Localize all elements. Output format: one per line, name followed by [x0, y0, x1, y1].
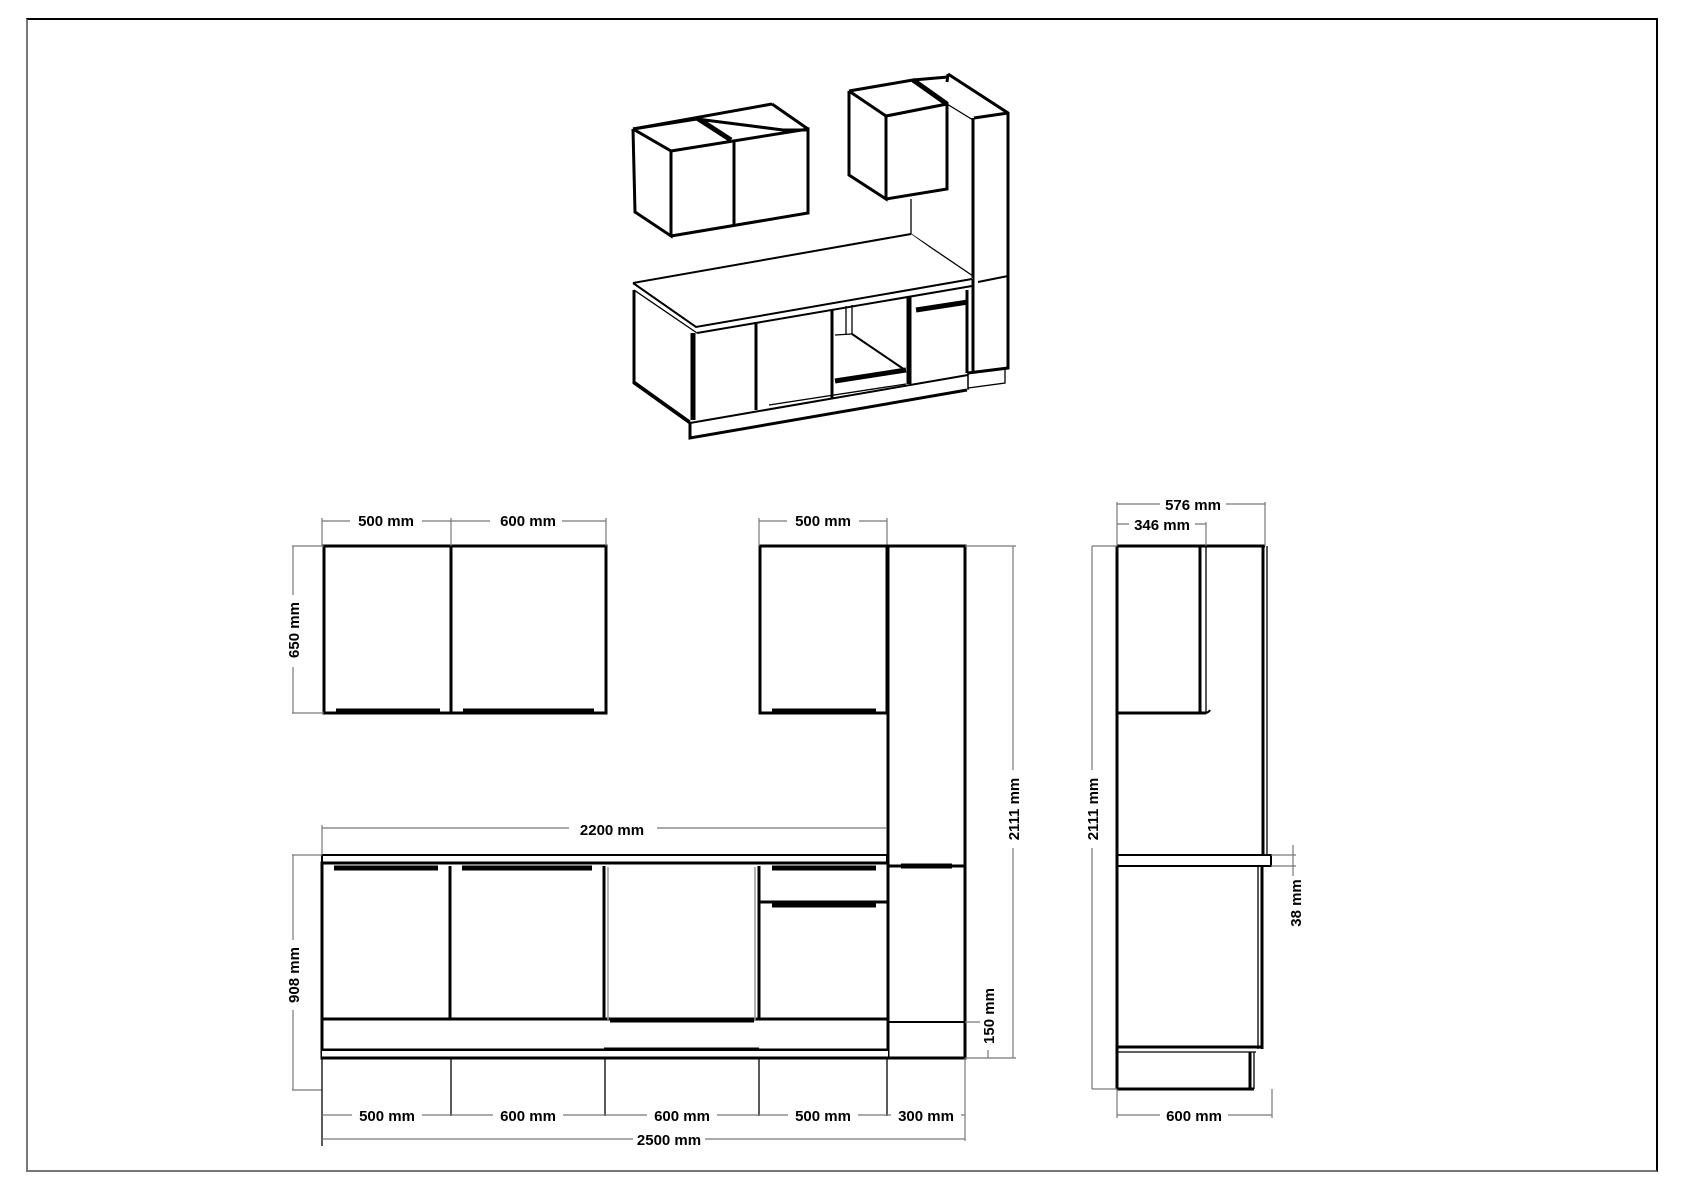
- dim-label-upper-right: 500 mm: [795, 513, 851, 530]
- tall-unit: 2111 mm 150 mm: [886, 544, 1023, 1060]
- dim-label-346: 346 mm: [1134, 517, 1190, 534]
- base-cabinets: 2200 mm 908 mm: [285, 819, 890, 1091]
- side-elevation: 576 mm 346 mm 2111 mm 38 mm 600 mm: [1084, 494, 1305, 1125]
- dim-label-2111-front: 2111 mm: [1006, 778, 1023, 841]
- dim-label-2200: 2200 mm: [580, 822, 644, 839]
- dim-label-600: 600 mm: [500, 513, 556, 530]
- dim-label-38: 38 mm: [1288, 879, 1305, 927]
- dim-label-500: 500 mm: [358, 513, 414, 530]
- isometric-view: [631, 72, 1010, 440]
- upper-cabinets-left: [292, 518, 608, 715]
- iso-base-cabinets: [632, 233, 974, 440]
- dim-label-base-2: 600 mm: [500, 1108, 556, 1125]
- dim-label-base-3: 600 mm: [654, 1108, 710, 1125]
- dim-label-650: 650 mm: [286, 602, 303, 658]
- dim-upper-left-widths: 500 mm 600 mm 650 mm: [285, 510, 562, 667]
- front-elevation: 500 mm 600 mm 650 mm 500 mm: [285, 510, 1023, 1149]
- drawing-frame: [26, 18, 1658, 1172]
- upper-cabinet-right: 500 mm: [758, 510, 889, 715]
- dim-label-576: 576 mm: [1165, 497, 1221, 514]
- iso-wall-cabinet-pair: [631, 102, 810, 239]
- dim-label-2500: 2500 mm: [637, 1132, 701, 1149]
- iso-tall-unit: [911, 72, 1010, 389]
- dim-label-base-4: 500 mm: [795, 1108, 851, 1125]
- dim-label-908: 908 mm: [286, 947, 303, 1003]
- dim-label-600-side: 600 mm: [1166, 1108, 1222, 1125]
- dim-label-base-1: 500 mm: [359, 1108, 415, 1125]
- dim-base-widths: 500 mm 600 mm 600 mm 500 mm 300 mm 2500 …: [321, 1058, 966, 1149]
- dim-label-150: 150 mm: [981, 988, 998, 1044]
- dim-label-base-5: 300 mm: [898, 1108, 954, 1125]
- dim-label-2111-side: 2111 mm: [1085, 778, 1102, 841]
- iso-wall-cabinet-right: [847, 78, 949, 234]
